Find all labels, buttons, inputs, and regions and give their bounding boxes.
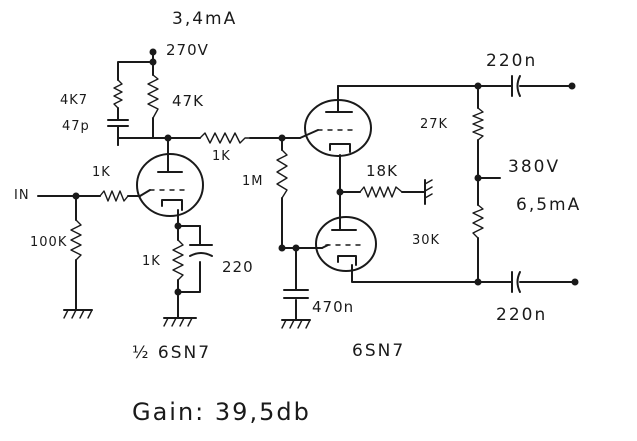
label-1k-cathode: 1K bbox=[142, 254, 161, 269]
ground-18k bbox=[424, 179, 433, 205]
capacitor-47p bbox=[107, 107, 129, 146]
label-100k: 100K bbox=[30, 235, 67, 250]
resistor-27k bbox=[472, 107, 484, 141]
ground-470n bbox=[281, 319, 311, 329]
tube-1-triode bbox=[136, 153, 204, 217]
label-47k: 47K bbox=[172, 92, 204, 110]
label-gain: Gain: 39,5db bbox=[132, 398, 311, 426]
label-midpoint-voltage: 380V bbox=[508, 157, 560, 177]
tube-2-lower-triode bbox=[315, 216, 377, 272]
resistor-4k7 bbox=[113, 79, 123, 109]
label-220-cathode: 220 bbox=[222, 258, 254, 276]
label-1k-out: 1K bbox=[212, 149, 231, 164]
ground-cathode bbox=[163, 317, 197, 327]
junctions bbox=[72, 48, 579, 296]
ground-input bbox=[63, 309, 93, 319]
resistor-1k-cathode bbox=[172, 239, 184, 281]
label-18k: 18K bbox=[366, 162, 398, 180]
label-220n-bottom: 220n bbox=[496, 305, 547, 325]
capacitor-220n-bottom bbox=[511, 271, 521, 293]
label-input: IN bbox=[14, 188, 30, 203]
ground-symbols bbox=[63, 179, 433, 329]
label-1m: 1M bbox=[242, 174, 264, 189]
label-tube-1: ½ 6SN7 bbox=[132, 343, 211, 363]
label-47p: 47p bbox=[62, 119, 90, 134]
resistor-1k-in bbox=[99, 190, 129, 202]
resistor-30k bbox=[472, 204, 484, 239]
label-4k7: 4K7 bbox=[60, 93, 88, 108]
label-1k-in: 1K bbox=[92, 165, 111, 180]
label-27k: 27K bbox=[420, 117, 448, 132]
capacitor-220n-top bbox=[511, 75, 521, 97]
resistor-18k bbox=[359, 186, 403, 198]
capacitor-220-cathode bbox=[189, 244, 213, 257]
label-30k: 30K bbox=[412, 233, 440, 248]
label-out-current: 6,5mA bbox=[516, 195, 581, 215]
resistor-1k-out bbox=[199, 132, 251, 144]
tube-2-upper-triode bbox=[299, 99, 372, 157]
resistors bbox=[70, 74, 484, 281]
label-top-current: 3,4mA bbox=[172, 9, 237, 29]
label-supply: 270V bbox=[166, 41, 209, 59]
label-470n: 470n bbox=[312, 298, 354, 316]
capacitors bbox=[107, 75, 521, 299]
resistor-100k bbox=[70, 219, 82, 261]
label-tube-2: 6SN7 bbox=[352, 341, 405, 361]
resistor-1m bbox=[276, 149, 288, 199]
wires bbox=[37, 51, 576, 321]
label-220n-top: 220n bbox=[486, 51, 537, 71]
capacitor-470n bbox=[283, 289, 309, 299]
labels: 3,4mA 270V 4K7 47p 47K 1K 1K IN 100K 1K … bbox=[14, 9, 581, 426]
resistor-47k bbox=[147, 74, 159, 119]
